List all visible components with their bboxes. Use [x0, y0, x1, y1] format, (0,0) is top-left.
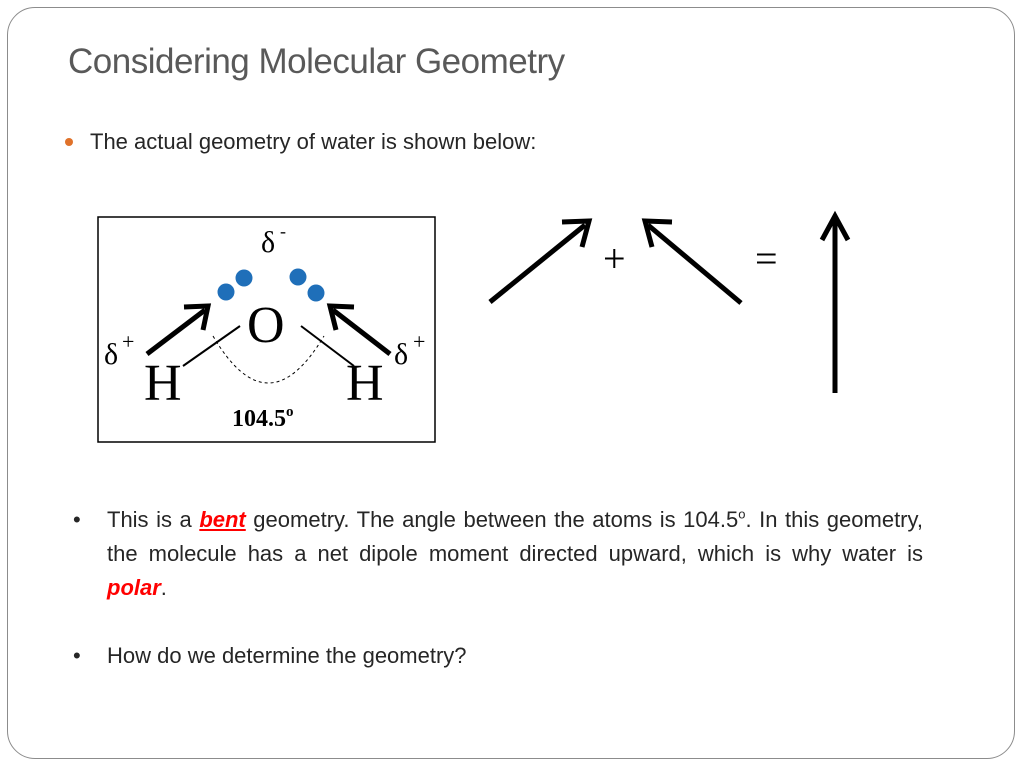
- resultant-dipole-arrow-head: [819, 210, 851, 242]
- lone-pair-electron: [289, 268, 307, 286]
- bullet-dot: [65, 138, 73, 146]
- delta-plus-left-sign: +: [122, 329, 134, 354]
- molecule-box: [97, 216, 436, 443]
- bullet-text: How do we determine the geometry?: [107, 643, 467, 668]
- equals-sign: =: [755, 236, 778, 281]
- vector-arrow-1: [488, 223, 587, 304]
- vector-arrow-1-head: [561, 218, 593, 248]
- bullet-bent-geometry: • This is a bent geometry. The angle bet…: [73, 503, 923, 605]
- slide-title: Considering Molecular Geometry: [68, 42, 565, 81]
- lone-pair-electron: [217, 283, 235, 301]
- vector-arrow-2-head: [641, 218, 673, 248]
- delta-plus-left-symbol: δ: [104, 338, 118, 371]
- bullet-dot: •: [73, 643, 81, 668]
- delta-plus-right-symbol: δ: [394, 338, 408, 371]
- bond-right: [300, 325, 355, 367]
- delta-minus-sign: -: [280, 221, 286, 241]
- intro-bullet-text: The actual geometry of water is shown be…: [90, 129, 537, 154]
- oxygen-atom: O: [247, 297, 285, 354]
- slide-frame: [7, 7, 1015, 759]
- dipole-arrow-left: [145, 308, 207, 356]
- bullet-dot: •: [73, 507, 81, 532]
- bond-angle-arc: [212, 335, 325, 384]
- bullet-text: This is a bent geometry. The angle betwe…: [107, 506, 923, 600]
- intro-bullet: The actual geometry of water is shown be…: [65, 129, 536, 155]
- polar-emphasis: polar: [107, 575, 161, 600]
- bullet-question: • How do we determine the geometry?: [73, 639, 923, 673]
- bond-left: [182, 325, 241, 367]
- delta-minus-symbol: δ: [261, 226, 275, 259]
- explanation-bullets: • This is a bent geometry. The angle bet…: [73, 503, 923, 673]
- bent-emphasis: bent: [199, 507, 246, 532]
- delta-plus-right-sign: +: [413, 329, 425, 354]
- hydrogen-right-atom: H: [346, 355, 384, 412]
- dipole-arrow-left-head: [183, 303, 212, 331]
- dipole-arrow-right-head: [326, 303, 355, 331]
- vector-arrow-2: [646, 223, 743, 305]
- lone-pair-electron: [307, 284, 325, 302]
- plus-sign: +: [603, 236, 626, 281]
- bond-angle-value: 104.5o: [232, 404, 294, 432]
- lone-pair-electron: [235, 269, 253, 287]
- hydrogen-left-atom: H: [144, 355, 182, 412]
- dipole-arrow-right: [331, 308, 392, 356]
